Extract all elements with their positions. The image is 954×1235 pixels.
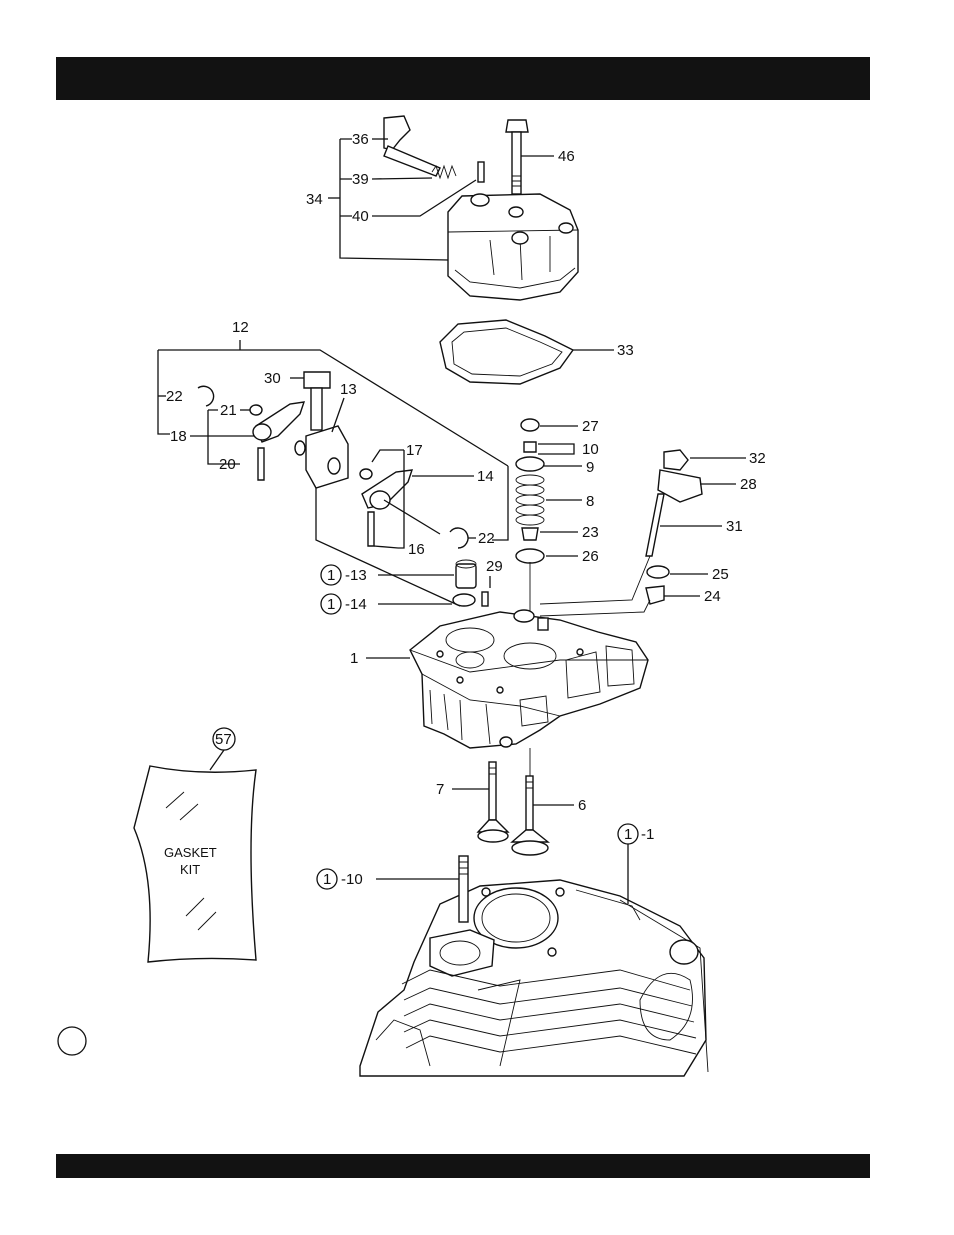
- svg-text:-10: -10: [341, 871, 363, 888]
- callout-7: 7: [436, 781, 444, 798]
- cotter-10: [524, 442, 536, 452]
- decompression-lever: [384, 116, 440, 176]
- svg-text:1: 1: [323, 871, 331, 888]
- nut-17: [360, 469, 372, 479]
- svg-text:1: 1: [327, 596, 335, 613]
- washer-25: [647, 566, 669, 578]
- callout-32: 32: [749, 450, 766, 467]
- stem-seal-23: [522, 528, 538, 540]
- rocker-bolt: [304, 372, 330, 430]
- callout-25: 25: [712, 566, 729, 583]
- rocker-cover: [448, 194, 578, 300]
- callout-46: 46: [558, 148, 575, 165]
- callout-36: 36: [352, 131, 369, 148]
- callout-31: 31: [726, 518, 743, 535]
- gasket-kit-line2: KIT: [180, 862, 200, 877]
- callout-9: 9: [586, 459, 594, 476]
- adjust-screw-20: [258, 448, 264, 480]
- callout-23: 23: [582, 524, 599, 541]
- rocker-shaft-support: [295, 426, 348, 488]
- callout-29: 29: [486, 558, 503, 575]
- retainer-9: [516, 457, 544, 471]
- ref-callout-1-1: 1 -1: [618, 824, 654, 904]
- adjust-screw-16: [368, 512, 374, 546]
- svg-text:-14: -14: [345, 596, 367, 613]
- ref-callout-1-10: 1 -10: [317, 869, 459, 889]
- cylinder-head: [410, 610, 648, 748]
- callout-34: 34: [306, 191, 323, 208]
- ref-callout-1-14: 1 -14: [321, 594, 452, 614]
- callout-28: 28: [740, 476, 757, 493]
- valve-6: [512, 776, 548, 855]
- callout-33: 33: [617, 342, 634, 359]
- callout-17: 17: [406, 442, 423, 459]
- stud-31: [646, 494, 664, 556]
- nut-32: [664, 450, 688, 470]
- callout-20: 20: [219, 456, 236, 473]
- cover-gasket: [440, 320, 573, 384]
- callout-21: 21: [220, 402, 237, 419]
- cap-28: [658, 470, 702, 502]
- svg-text:-13: -13: [345, 567, 367, 584]
- circlip-left: [198, 386, 214, 406]
- callout-14: 14: [477, 468, 494, 485]
- valve-cap-27: [521, 419, 539, 431]
- pin: [478, 162, 484, 182]
- tappet-washer: [453, 594, 475, 606]
- callout-10: 10: [582, 441, 599, 458]
- ref-callout-1-13: 1 -13: [321, 565, 454, 585]
- callout-40: 40: [352, 208, 369, 225]
- svg-text:-1: -1: [641, 826, 654, 843]
- circlip-right: [450, 528, 468, 548]
- callout-18: 18: [170, 428, 187, 445]
- callout-12: 12: [232, 319, 249, 336]
- engine-block: [360, 880, 708, 1076]
- spring-seat-26: [516, 549, 544, 563]
- svg-text:1: 1: [624, 826, 632, 843]
- callout-57: 57: [215, 731, 232, 748]
- callout-24: 24: [704, 588, 721, 605]
- callout-13: 13: [340, 381, 357, 398]
- callout-22-left: 22: [166, 388, 183, 405]
- svg-text:1: 1: [327, 567, 335, 584]
- cover-bolt: [506, 120, 528, 194]
- callout-30: 30: [264, 370, 281, 387]
- gasket-kit-line1: GASKET: [164, 845, 217, 860]
- callout-1: 1: [350, 650, 358, 667]
- callout-22-right: 22: [478, 530, 495, 547]
- pin-29: [482, 592, 488, 606]
- callout-8: 8: [586, 493, 594, 510]
- head-stud: [459, 856, 468, 922]
- callout-39: 39: [352, 171, 369, 188]
- nut-21: [250, 405, 262, 415]
- callout-6: 6: [578, 797, 586, 814]
- callout-16: 16: [408, 541, 425, 558]
- callout-27: 27: [582, 418, 599, 435]
- reference-circle: [58, 1027, 86, 1055]
- bushing-24: [646, 586, 664, 604]
- valve-spring-8: [516, 475, 544, 525]
- callout-26: 26: [582, 548, 599, 565]
- valve-7: [478, 762, 508, 842]
